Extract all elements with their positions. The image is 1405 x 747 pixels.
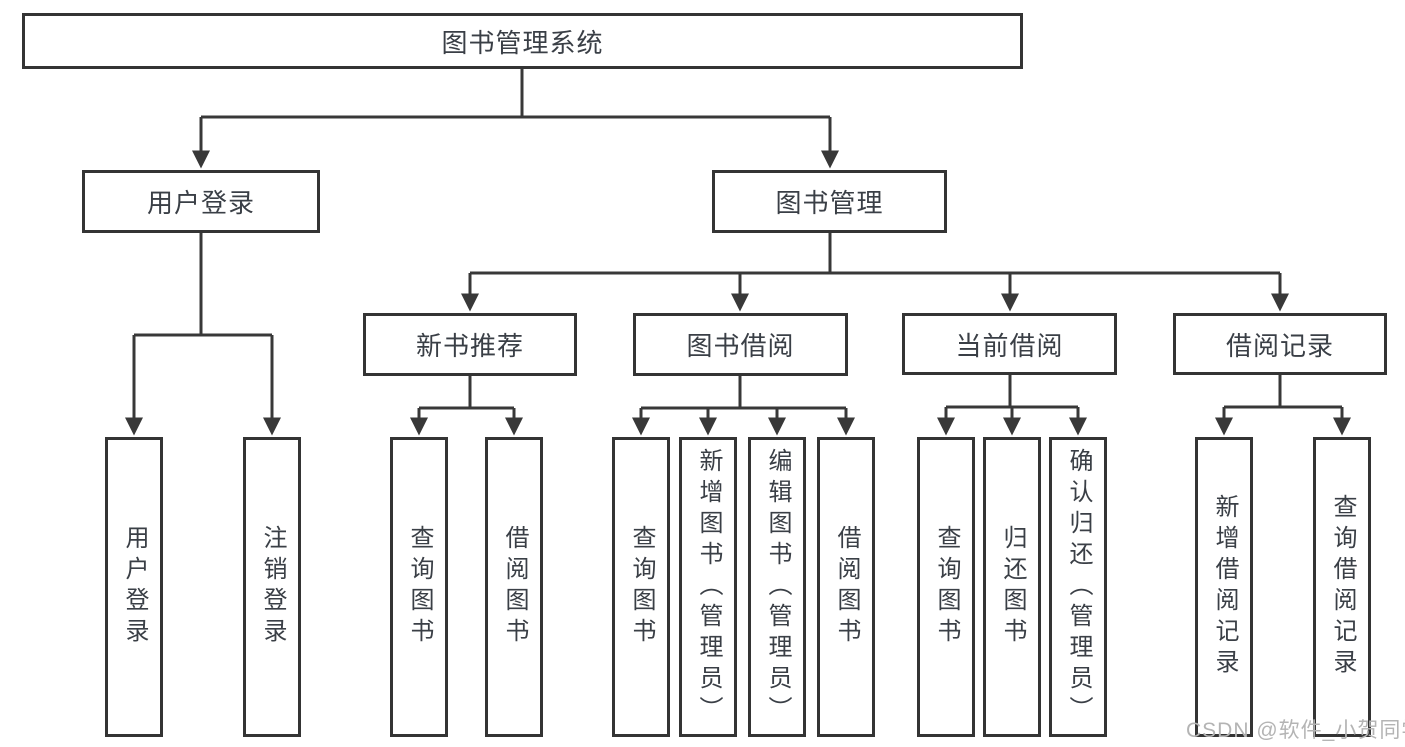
leaf-add-borrow-record: 新增借阅记录 — [1195, 437, 1253, 737]
leaf-borrow-books-recommend-label: 借阅图书 — [501, 525, 528, 649]
leaf-add-borrow-record-label: 新增借阅记录 — [1211, 494, 1238, 680]
leaf-query-borrow-record-label: 查询借阅记录 — [1329, 494, 1356, 680]
leaf-edit-books-admin-label: 编辑图书（管理员） — [764, 447, 791, 727]
node-current-borrowing-label: 当前借阅 — [955, 330, 1064, 361]
node-user-login-label: 用户登录 — [146, 188, 255, 218]
node-new-book-recommend: 新书推荐 — [363, 313, 577, 376]
leaf-query-books-recommend-label: 查询图书 — [406, 525, 433, 649]
leaf-logout-label: 注销登录 — [259, 525, 286, 649]
leaf-logout: 注销登录 — [243, 437, 301, 737]
leaf-query-books-current-label: 查询图书 — [933, 525, 960, 649]
node-current-borrowing: 当前借阅 — [902, 313, 1117, 375]
node-library-system: 图书管理系统 — [22, 13, 1023, 69]
leaf-add-books-admin-label: 新增图书（管理员） — [695, 447, 722, 727]
leaf-return-books-label: 归还图书 — [999, 525, 1026, 649]
node-book-management: 图书管理 — [712, 170, 947, 233]
leaf-query-borrow-record: 查询借阅记录 — [1313, 437, 1371, 737]
node-borrowing-records-label: 借阅记录 — [1225, 330, 1334, 361]
leaf-confirm-return-admin-label: 确认归还（管理员） — [1065, 447, 1092, 727]
leaf-return-books: 归还图书 — [983, 437, 1041, 737]
node-book-borrowing: 图书借阅 — [633, 313, 848, 376]
node-borrowing-records: 借阅记录 — [1173, 313, 1387, 375]
leaf-user-login: 用户登录 — [105, 437, 163, 737]
csdn-watermark: CSDN @软件_小贺同学 — [1186, 719, 1405, 742]
leaf-query-books-borrowing-label: 查询图书 — [628, 525, 655, 649]
leaf-edit-books-admin: 编辑图书（管理员） — [748, 437, 806, 737]
leaf-query-books-recommend: 查询图书 — [390, 437, 448, 737]
leaf-confirm-return-admin: 确认归还（管理员） — [1049, 437, 1107, 737]
leaf-borrow-books-recommend: 借阅图书 — [485, 437, 543, 737]
node-book-management-label: 图书管理 — [775, 188, 884, 218]
node-user-login: 用户登录 — [82, 170, 320, 233]
node-library-system-label: 图书管理系统 — [441, 27, 604, 58]
leaf-borrow-books-borrowing: 借阅图书 — [817, 437, 875, 737]
leaf-user-login-label: 用户登录 — [121, 525, 148, 649]
leaf-query-books-current: 查询图书 — [917, 437, 975, 737]
leaf-borrow-books-borrowing-label: 借阅图书 — [833, 525, 860, 649]
leaf-add-books-admin: 新增图书（管理员） — [679, 437, 737, 737]
node-book-borrowing-label: 图书借阅 — [686, 331, 795, 361]
leaf-query-books-borrowing: 查询图书 — [612, 437, 670, 737]
node-new-book-recommend-label: 新书推荐 — [415, 331, 524, 361]
